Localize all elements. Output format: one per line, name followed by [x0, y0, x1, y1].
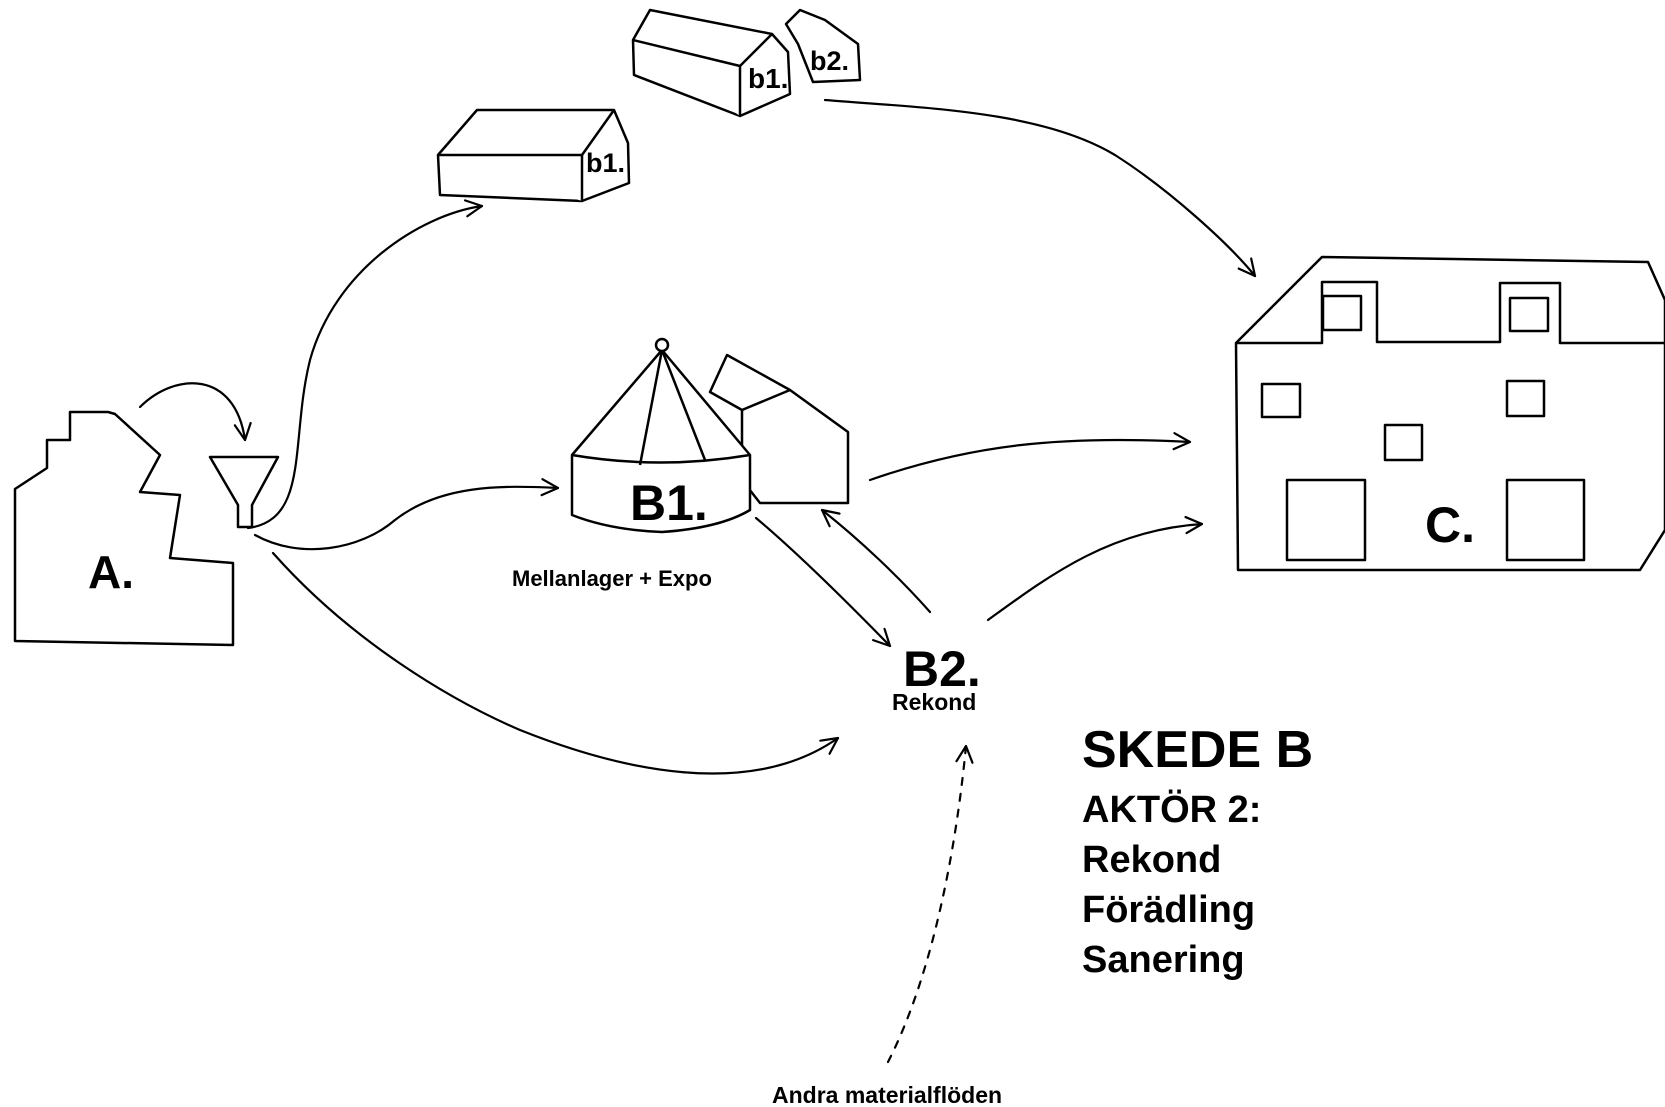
top-b1-box [631, 8, 792, 118]
building-a-label: A. [88, 546, 134, 598]
phase-activity: Förädling [1082, 889, 1255, 931]
small-b1-label: b1. [586, 148, 625, 178]
arrow-funnel-to-small-b1 [246, 199, 484, 530]
b2-label: B2. [903, 641, 981, 697]
other-flows-caption: Andra materialflöden [772, 1082, 1002, 1107]
building-b1-label: B1. [630, 475, 708, 531]
arrow-top-to-c [823, 98, 1257, 278]
arrow-funnel-to-b2 [271, 551, 840, 775]
building-b1-caption: Mellanlager + Expo [512, 566, 712, 591]
phase-actor: AKTÖR 2: [1082, 788, 1261, 831]
arrow-other-flows-to-b2 [886, 744, 974, 1064]
arrow-b1-to-c [868, 432, 1192, 482]
building-c-label: C. [1425, 497, 1475, 553]
arrow-b2-to-c [986, 515, 1204, 622]
arrow-a-to-funnel [138, 382, 252, 442]
top-b2-box [784, 8, 862, 84]
b2-caption: Rekond [892, 689, 976, 715]
building-b1 [570, 337, 850, 534]
arrow-b2-to-b1 [820, 508, 932, 614]
building-c [1234, 255, 1665, 572]
phase-activity: Rekond [1082, 839, 1221, 881]
arrow-funnel-to-b1 [253, 478, 560, 551]
funnel-icon [208, 455, 280, 529]
top-b1-label: b1. [748, 63, 788, 94]
phase-title: SKEDE B [1082, 721, 1313, 779]
small-b1-box [436, 108, 631, 203]
arrow-b1-to-b2 [754, 516, 892, 648]
top-b2-label: b2. [810, 46, 849, 76]
building-a [13, 410, 235, 647]
phase-activity: Sanering [1082, 939, 1245, 981]
